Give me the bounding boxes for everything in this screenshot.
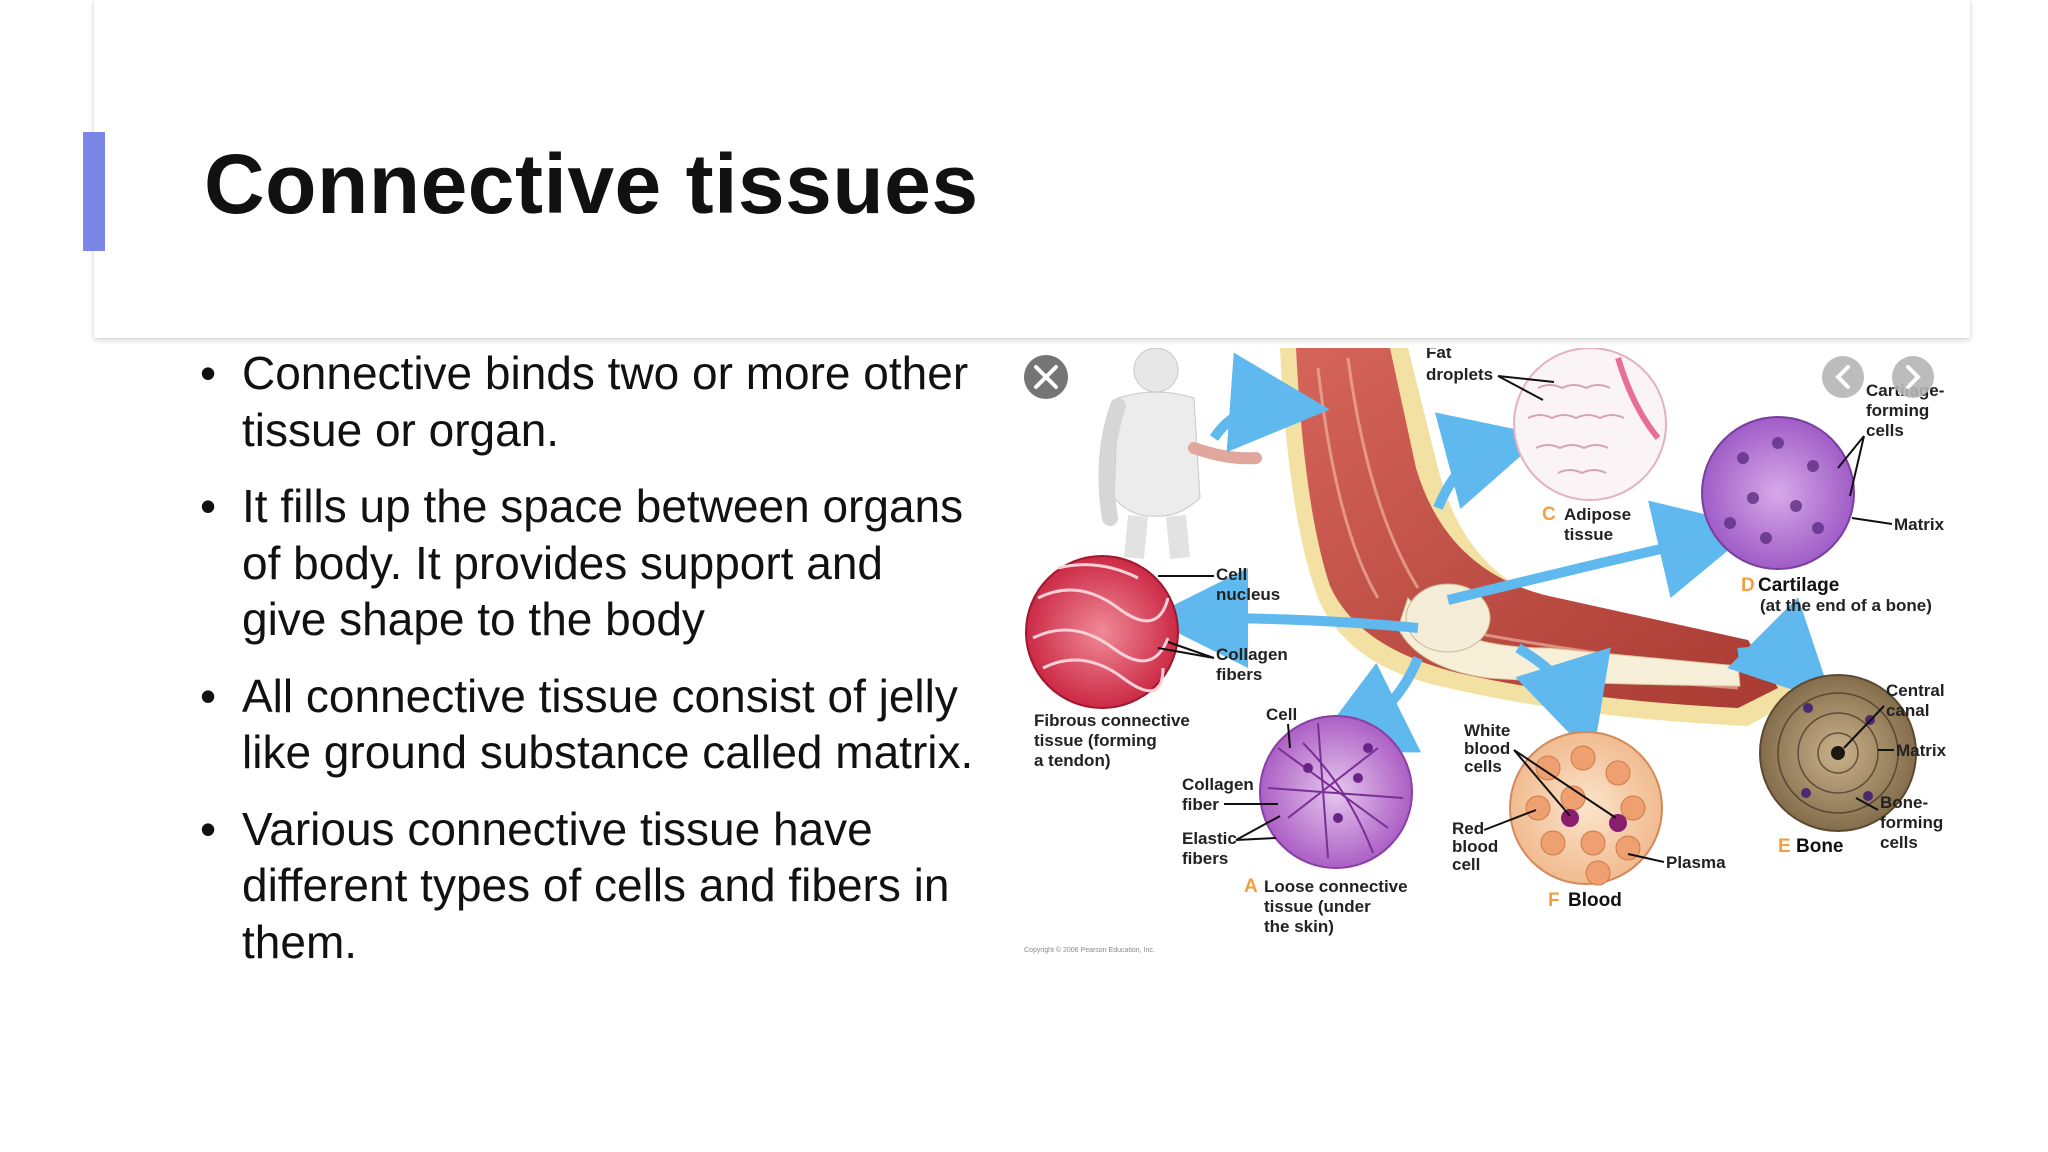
blood-circle: [1509, 731, 1663, 886]
label-cell: Cell: [1266, 705, 1297, 724]
close-icon[interactable]: [1024, 355, 1068, 399]
label-cartilage: Cartilage: [1758, 575, 1839, 596]
label-wbc-3: cells: [1464, 757, 1502, 776]
label-rbc: Red: [1452, 819, 1484, 838]
bullet-item: It fills up the space between organs of …: [200, 478, 980, 648]
label-bone-forming-3: cells: [1880, 833, 1918, 852]
label-elastic: Elastic: [1182, 829, 1237, 848]
human-figure: [1098, 348, 1262, 559]
chevron-right-icon[interactable]: [1892, 356, 1934, 398]
label-rbc-3: cell: [1452, 855, 1480, 874]
label-collagen-fiber-2: fiber: [1182, 795, 1219, 814]
copyright-text: Copyright © 2006 Pearson Education, Inc.: [1024, 946, 1155, 954]
label-adipose-tissue: tissue: [1564, 525, 1613, 544]
label-bone-forming: Bone-: [1880, 793, 1928, 812]
label-wbc: White: [1464, 721, 1510, 740]
bullet-item: Connective binds two or more other tissu…: [200, 345, 980, 458]
label-collagen-fibers-2: fibers: [1216, 665, 1262, 684]
label-letter-c: C: [1542, 504, 1556, 525]
label-cartilage-note: (at the end of a bone): [1760, 596, 1932, 615]
label-matrix-e: Matrix: [1896, 741, 1947, 760]
label-letter-f: F: [1548, 890, 1560, 911]
adipose-tissue-circle: [1513, 348, 1667, 501]
label-fat: Fat: [1426, 348, 1452, 362]
label-adipose: Adipose: [1564, 505, 1631, 524]
label-fat-droplets: droplets: [1426, 365, 1493, 384]
bullet-item: Various connective tissue have different…: [200, 801, 980, 971]
fibrous-tissue-circle: [1025, 555, 1179, 709]
label-cartilage-forming-2: forming: [1866, 401, 1929, 420]
label-central-canal-2: canal: [1886, 701, 1929, 720]
label-rbc-2: blood: [1452, 837, 1498, 856]
connective-tissue-diagram: Fat droplets C Adipose tissue Cartilage-…: [1018, 348, 1970, 968]
label-central-canal: Central: [1886, 681, 1945, 700]
label-bone: Bone: [1796, 836, 1844, 857]
chevron-left-icon[interactable]: [1822, 356, 1864, 398]
bullet-item: All connective tissue consist of jelly l…: [200, 668, 980, 781]
label-collagen-fiber: Collagen: [1182, 775, 1254, 794]
accent-bar: [83, 132, 105, 251]
label-cell-nucleus: Cell: [1216, 565, 1247, 584]
label-fibrous: Fibrous connective: [1034, 711, 1190, 730]
slide-title: Connective tissues: [204, 137, 979, 231]
label-loose: Loose connective: [1264, 877, 1408, 896]
label-fibrous-2: tissue (forming: [1034, 731, 1157, 750]
label-elastic-2: fibers: [1182, 849, 1228, 868]
label-plasma: Plasma: [1666, 853, 1726, 872]
bullet-list: Connective binds two or more other tissu…: [200, 345, 980, 990]
label-cartilage-forming-3: cells: [1866, 421, 1904, 440]
label-bone-forming-2: forming: [1880, 813, 1943, 832]
label-wbc-2: blood: [1464, 739, 1510, 758]
title-card: [94, 0, 1970, 338]
pointer-arrows: [1148, 352, 1834, 758]
label-loose-2: tissue (under: [1264, 897, 1371, 916]
label-blood: Blood: [1568, 890, 1622, 911]
label-letter-e: E: [1778, 836, 1791, 857]
label-letter-a: A: [1244, 876, 1258, 897]
label-loose-3: the skin): [1264, 917, 1334, 936]
label-collagen-fibers: Collagen: [1216, 645, 1288, 664]
label-letter-d: D: [1741, 575, 1755, 596]
label-cell-nucleus-2: nucleus: [1216, 585, 1280, 604]
loose-tissue-circle: [1259, 715, 1413, 869]
cartilage-circle: [1701, 416, 1855, 570]
label-fibrous-3: a tendon): [1034, 751, 1111, 770]
label-matrix-d: Matrix: [1894, 515, 1945, 534]
